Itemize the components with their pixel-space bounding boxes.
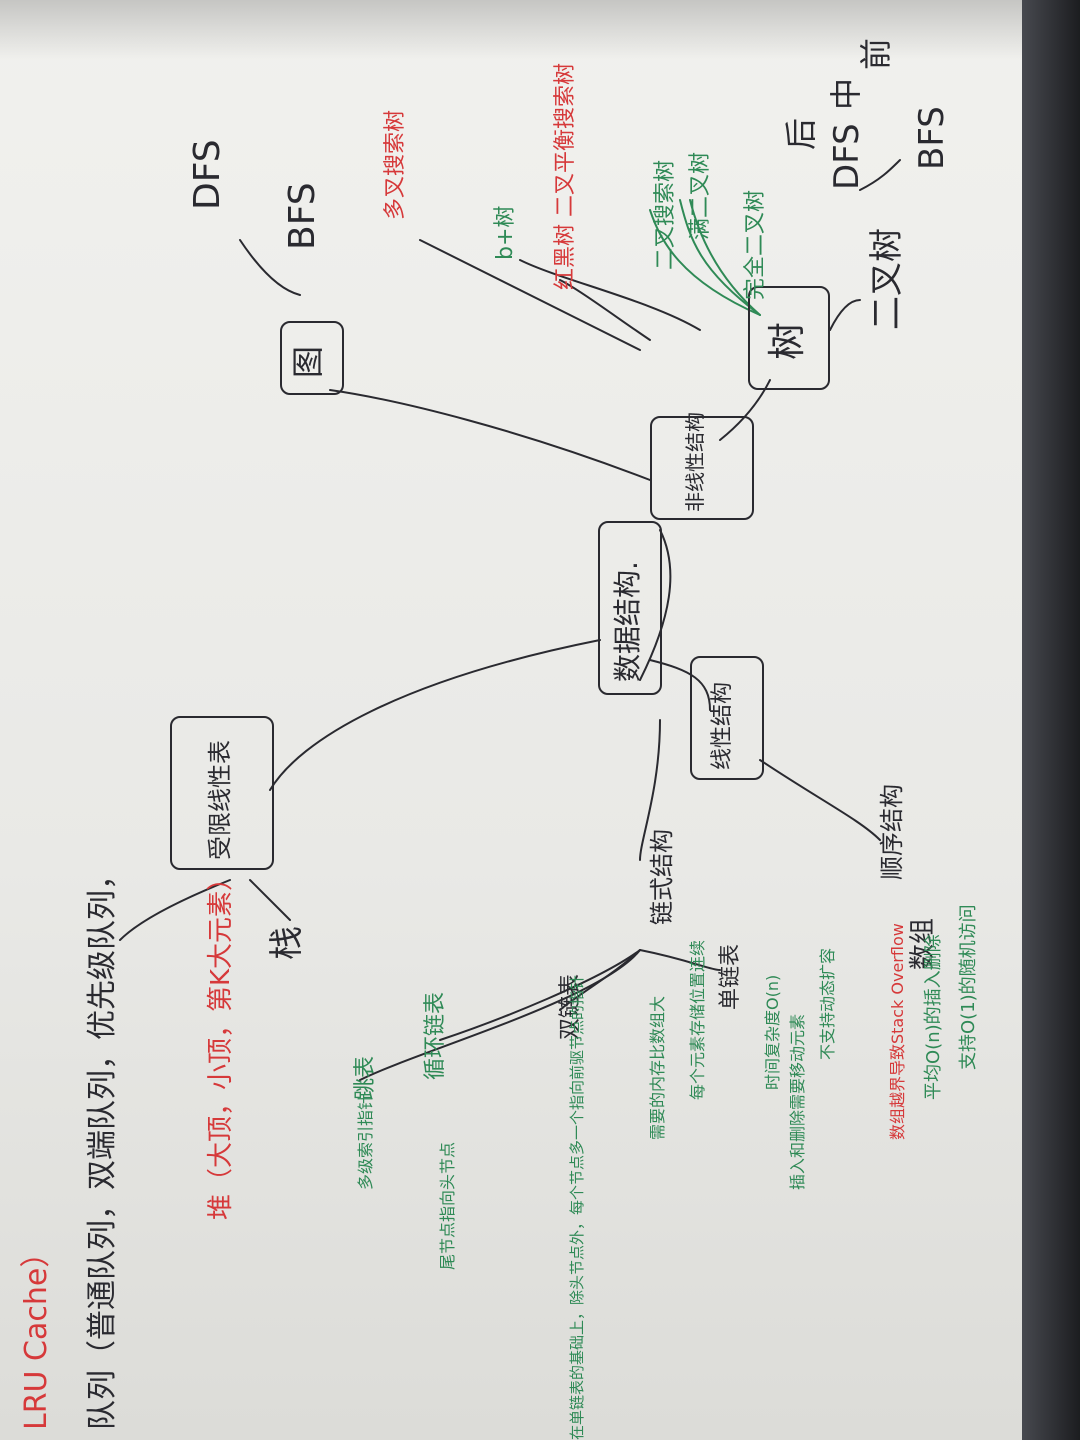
heap-label: 堆（大顶，小顶，第K大元素） xyxy=(206,864,236,1220)
line-root-linear xyxy=(649,659,711,711)
array-note-6: 每个元素存储位置连续 xyxy=(688,939,707,1100)
line-linked-skip xyxy=(359,949,641,1081)
line-tree-full xyxy=(679,199,761,316)
dfs-label: DFS xyxy=(827,123,867,190)
doubly-note: 在单链表的基础上，除头节点外，每个节点多一个指向前驱节点的指针 xyxy=(568,974,586,1440)
circular-label: 循环链表 xyxy=(423,991,448,1080)
line-tree-balanced xyxy=(559,279,651,341)
paper-shadow xyxy=(0,0,1022,60)
linked-label: 链式结构 xyxy=(648,829,676,925)
line-tree-bplus xyxy=(519,259,701,331)
array-note-4: 插入和删除需要移动元素 xyxy=(788,1013,807,1190)
line-linked-circular xyxy=(439,949,641,1041)
line-linear-sequential xyxy=(759,759,881,841)
order-pre: 前 xyxy=(857,37,895,70)
stack-label: 栈 xyxy=(267,926,307,960)
linear-label: 线性结构 xyxy=(710,681,735,770)
line-restricted-queue xyxy=(119,879,231,941)
array-note-2: 数组越界导致Stack Overflow xyxy=(888,923,907,1140)
paper-sheet xyxy=(0,0,1022,1440)
tree-label: 树 xyxy=(765,321,809,360)
singly-label: 单链表 xyxy=(718,943,743,1010)
line-tree-complete xyxy=(689,199,761,316)
array-note-3: 不支持动态扩容 xyxy=(818,947,837,1060)
root-label: 数据结构. xyxy=(611,561,644,682)
order-in: 中 xyxy=(827,77,865,110)
restricted-label: 受限线性表 xyxy=(206,740,234,860)
line-tree-search xyxy=(649,209,761,316)
sequential-label: 顺序结构 xyxy=(878,784,906,880)
line-root-restricted xyxy=(269,639,601,791)
line-tree-binary xyxy=(829,299,861,331)
array-note-5: 时间复杂度O(n) xyxy=(763,974,782,1090)
binary-tree-label: 二叉树 xyxy=(867,228,907,330)
line-bfs-graph xyxy=(239,239,301,296)
line-tree-multi xyxy=(419,239,641,351)
array-note-1: 平均O(n)的插入删除 xyxy=(923,934,944,1100)
balanced-tree-label: 红黑树 二叉平衡搜索树 xyxy=(553,63,578,290)
complete-tree-label: 完全二叉树 xyxy=(743,189,768,300)
order-post: 后 xyxy=(782,117,820,150)
line-bfs-dfs xyxy=(859,159,901,191)
graph-label: 图 xyxy=(289,345,327,378)
full-tree-label: 满二叉树 xyxy=(688,151,713,240)
line-nonlinear-graph xyxy=(329,389,651,481)
bfs-label: BFS xyxy=(912,106,952,170)
array-note-7: 需要的内存比数组大 xyxy=(648,995,667,1140)
line-restricted-stack xyxy=(249,879,291,921)
line-linear-linked xyxy=(639,719,661,861)
line-nonlinear-tree xyxy=(719,379,771,441)
search-tree-label: 二叉搜索树 xyxy=(653,159,678,270)
array-note-0: 支持O(1)的随机访问 xyxy=(958,904,979,1070)
graph-bfs-label: BFS xyxy=(282,182,323,250)
bplus-tree-label: b+树 xyxy=(493,205,518,260)
lru-label: LRU Cache） xyxy=(19,1237,54,1430)
skip-note: 多级索引指针 xyxy=(356,1093,375,1190)
nonlinear-label: 非线性结构 xyxy=(683,412,707,512)
circular-note: 尾节点指向头节点 xyxy=(438,1141,457,1270)
graph-dfs-label: DFS xyxy=(187,139,228,210)
desk-edge xyxy=(1022,0,1080,1440)
queue-label: 队列（普通队列，双端队列，优先级队列， xyxy=(85,860,120,1430)
multi-tree-label: 多叉搜索树 xyxy=(383,109,408,220)
line-linked-singly xyxy=(639,949,721,971)
